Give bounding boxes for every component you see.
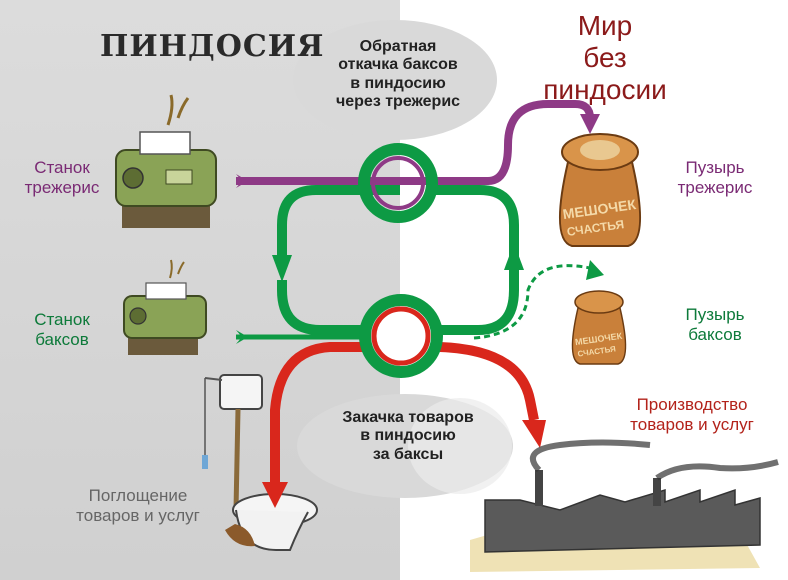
- reverse-pumping-line1: Обратная: [359, 38, 437, 55]
- goods-pumping-text: Закачка товаров в пиндосию за баксы: [318, 409, 498, 464]
- dollar-bubble-label-line1: Пузырь: [685, 305, 745, 324]
- dollar-press-label-line2: баксов: [35, 329, 89, 349]
- reverse-pumping-line4: через трежерис: [335, 93, 461, 111]
- lower-ring: [359, 294, 443, 378]
- dollar-bubble-label-line2: баксов: [688, 324, 742, 344]
- world-title: Мир без пиндосии: [520, 10, 690, 107]
- consumption-label-line2: товаров и услуг: [76, 505, 200, 525]
- dollar-loop: [236, 185, 604, 344]
- reverse-pumping-line3: в пиндосию: [350, 74, 446, 92]
- goods-pumping-line1: Закачка товаров: [342, 409, 474, 426]
- dollar-press-icon: [123, 259, 207, 355]
- pindosia-title: ПИНДОСИЯ: [100, 29, 325, 64]
- production-label-line2: товаров и услуг: [630, 414, 754, 434]
- treasury-press-label: Станок трежерис: [12, 158, 112, 197]
- reverse-pumping-line2: откачка баксов: [338, 56, 458, 74]
- toilet-icon: [202, 374, 318, 551]
- dollar-bag-icon: МЕШОЧЕК СЧАСТЬЯ: [571, 290, 627, 365]
- factory-icon: [470, 439, 779, 572]
- goods-pumping-line3: за баксы: [372, 445, 444, 463]
- treasury-bag-icon: МЕШОЧЕК СЧАСТЬЯ: [559, 133, 641, 247]
- consumption-label: Поглощение товаров и услуг: [58, 486, 218, 525]
- treasury-bubble-label: Пузырь трежерис: [660, 158, 770, 197]
- production-label: Производство товаров и услуг: [612, 395, 772, 434]
- treasury-bubble-label-line1: Пузырь: [685, 158, 745, 177]
- treasury-flow: [236, 100, 600, 188]
- dollar-press-label-line1: Станок: [34, 310, 90, 329]
- reverse-pumping-text: Обратная откачка баксов в пиндосию через…: [318, 38, 478, 112]
- treasury-press-label-line1: Станок: [34, 158, 90, 177]
- upper-ring: [358, 143, 438, 223]
- treasury-bubble-label-line2: трежерис: [677, 177, 753, 197]
- bottom-bubble-light: [408, 398, 512, 494]
- top-bubble-shape: [293, 20, 497, 140]
- treasury-press-label-line2: трежерис: [24, 177, 100, 197]
- dollar-press-label: Станок баксов: [12, 310, 112, 349]
- goods-flow: [262, 342, 546, 508]
- dollar-bubble-label: Пузырь баксов: [665, 305, 765, 344]
- production-label-line1: Производство: [636, 395, 748, 414]
- goods-pumping-line2: в пиндосию: [360, 427, 456, 445]
- world-title-line1: Мир: [577, 10, 633, 41]
- treasury-press-icon: [115, 94, 217, 228]
- consumption-label-line1: Поглощение: [88, 486, 188, 505]
- world-title-line2: без пиндосии: [543, 42, 667, 106]
